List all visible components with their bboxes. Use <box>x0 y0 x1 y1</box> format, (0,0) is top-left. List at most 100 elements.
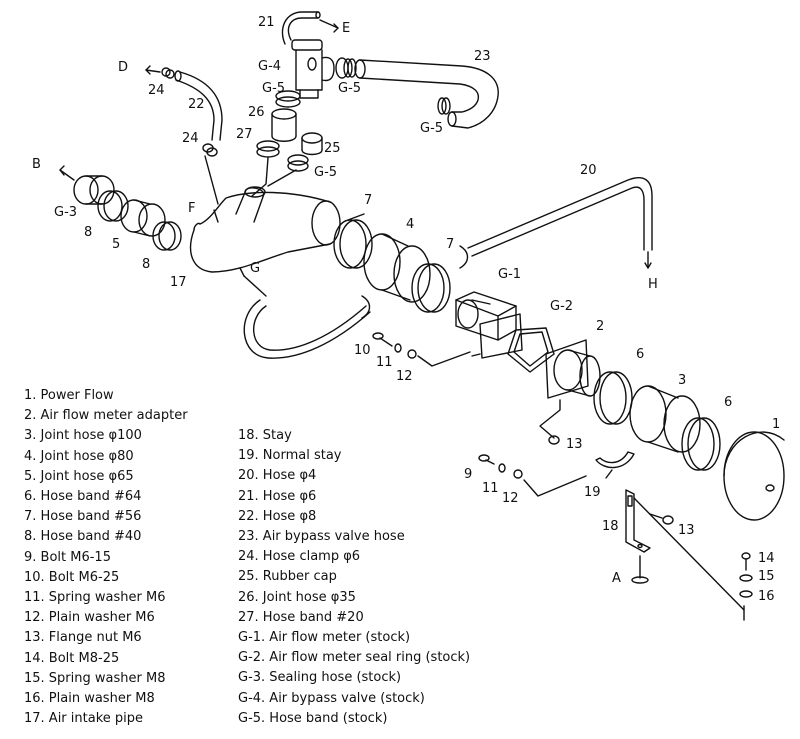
legend-item: 12. Plain washer M6 <box>24 610 155 626</box>
label-12-b: 12 <box>502 491 519 506</box>
legend-item: 11. Spring washer M6 <box>24 590 166 606</box>
hose-band-6-b <box>681 417 721 471</box>
label-11-b: 11 <box>482 481 499 496</box>
label-g1: G-1 <box>498 267 521 282</box>
legend-item: 16. Plain washer M8 <box>24 691 155 707</box>
legend-item: 21. Hose φ6 <box>238 488 317 504</box>
part-labels: 21 E D 24 22 23 G-4 G-5 G-5 G-5 G-5 26 2… <box>32 15 780 604</box>
hose-band-g5-c <box>275 90 301 108</box>
hose-band-7-a <box>333 213 373 269</box>
hose-band-g5-a <box>343 58 357 78</box>
legend-item: 20. Hose φ4 <box>238 468 317 484</box>
hose-band-8-b <box>152 221 182 251</box>
flange-nut-13-b <box>649 513 674 525</box>
joint-hose-5 <box>120 199 166 237</box>
legend-item: 26. Joint hose φ35 <box>238 589 356 605</box>
joint-hose-26 <box>271 108 297 142</box>
label-19: 19 <box>584 485 601 500</box>
label-14: 14 <box>758 551 775 566</box>
bolt-9-set <box>478 454 587 497</box>
legend-item: 9. Bolt M6-15 <box>24 549 111 565</box>
label-7-a: 7 <box>364 193 372 208</box>
label-24-b: 24 <box>182 131 199 146</box>
hose-band-8-a <box>97 190 129 222</box>
legend-item: 22. Hose φ8 <box>238 508 317 524</box>
flange-nut-13-a <box>548 435 560 445</box>
legend-item: 25. Rubber cap <box>238 569 337 585</box>
legend-item: G-2. Air flow meter seal ring (stock) <box>238 650 471 666</box>
air-intake-pipe <box>189 186 341 273</box>
label-g2: G-2 <box>550 299 573 314</box>
legend-item: 27. Hose band #20 <box>238 609 364 625</box>
hose-band-g5-b <box>437 97 451 115</box>
hose-22 <box>174 70 223 141</box>
legend-item: 3. Joint hose φ100 <box>24 428 142 444</box>
label-17: 17 <box>170 275 187 290</box>
label-27: 27 <box>236 127 253 142</box>
label-h: H <box>648 277 658 292</box>
joint-hose-4 <box>363 233 431 303</box>
air-flow-meter-adapter <box>539 339 601 439</box>
legend-item: 6. Hose band #64 <box>24 489 142 505</box>
label-g5-a: G-5 <box>338 81 361 96</box>
air-flow-meter <box>455 291 523 359</box>
label-23: 23 <box>474 49 491 64</box>
hose-clamp-24-b <box>202 143 219 205</box>
label-g5-d: G-5 <box>314 165 337 180</box>
legend-item: G-4. Air bypass valve (stock) <box>238 690 425 706</box>
label-5: 5 <box>112 237 120 252</box>
label-7-b: 7 <box>446 237 454 252</box>
legend-item: 15. Spring washer M8 <box>24 670 166 686</box>
label-15: 15 <box>758 569 775 584</box>
label-13-b: 13 <box>678 523 695 538</box>
hose-band-g5-d <box>287 154 309 172</box>
power-flow-filter <box>723 431 785 521</box>
hose-20 <box>467 177 653 269</box>
normal-stay-19 <box>595 451 635 479</box>
legend-item: G-1. Air flow meter (stock) <box>238 630 411 646</box>
label-13-a: 13 <box>566 437 583 452</box>
legend-item: 7. Hose band #56 <box>24 509 142 525</box>
air-bypass-valve-hose <box>354 59 499 129</box>
legend-item: 18. Stay <box>238 428 292 443</box>
joint-hose-3 <box>629 385 701 453</box>
label-d: D <box>118 60 128 75</box>
label-18: 18 <box>602 519 619 534</box>
label-12-a: 12 <box>396 369 413 384</box>
label-21: 21 <box>258 15 275 30</box>
hose-clamp-24-a <box>145 67 175 79</box>
label-g4: G-4 <box>258 59 281 74</box>
label-24-a: 24 <box>148 83 165 98</box>
label-e: E <box>342 21 350 36</box>
bolt-14-set <box>739 552 753 621</box>
label-22: 22 <box>188 97 205 112</box>
legend-item: 4. Joint hose φ80 <box>24 448 134 464</box>
legend-item: G-3. Sealing hose (stock) <box>238 670 402 686</box>
hose-21 <box>281 11 339 45</box>
label-25: 25 <box>324 141 341 156</box>
hose-band-7-b <box>411 263 451 313</box>
legend-item: 13. Flange nut M6 <box>24 630 142 646</box>
label-1: 1 <box>772 417 780 432</box>
legend-item: 17. Air intake pipe <box>24 711 144 727</box>
hose-g <box>243 299 371 359</box>
legend-item: G-5. Hose band (stock) <box>238 710 388 726</box>
label-g5-c: G-5 <box>420 121 443 136</box>
legend-item: 10. Bolt M6-25 <box>24 569 120 585</box>
hose-band-6-a <box>593 371 633 425</box>
label-8-b: 8 <box>142 257 150 272</box>
label-b: B <box>32 157 41 172</box>
sealing-hose-g3 <box>59 169 115 205</box>
label-g: G <box>250 261 260 276</box>
rubber-cap-25 <box>301 132 323 156</box>
label-8-a: 8 <box>84 225 92 240</box>
label-6-a: 6 <box>636 347 644 362</box>
legend-item: 8. Hose band #40 <box>24 529 142 545</box>
legend-item: 5. Joint hose φ65 <box>24 468 134 484</box>
air-bypass-valve <box>291 39 349 99</box>
stay-18 <box>625 489 745 611</box>
label-3: 3 <box>678 373 686 388</box>
